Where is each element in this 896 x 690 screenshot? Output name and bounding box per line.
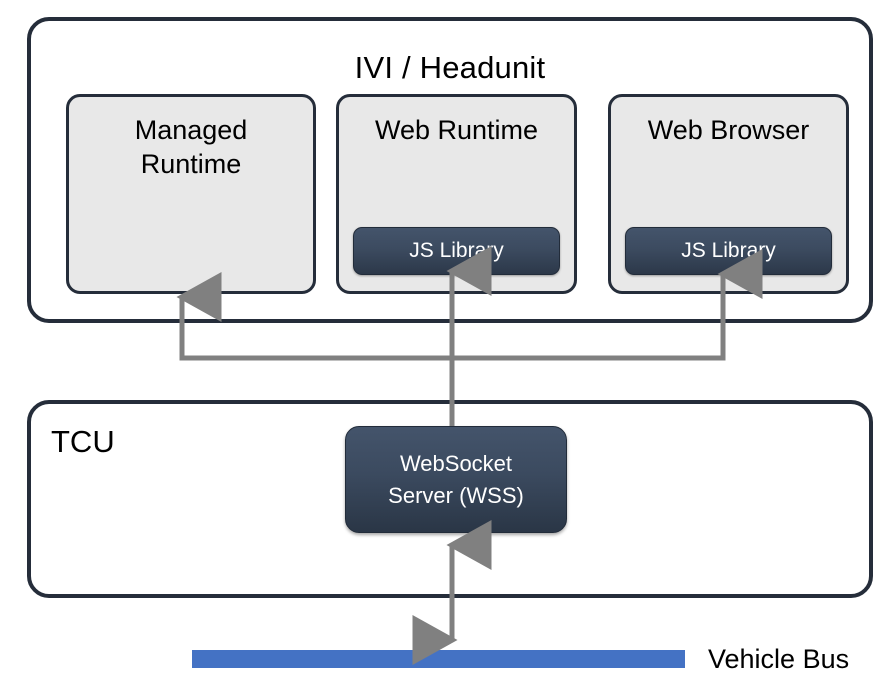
component-websocket-server[interactable]: WebSocket Server (WSS) (345, 426, 567, 533)
component-managed-runtime[interactable]: Managed Runtime (66, 94, 316, 294)
managed-runtime-title-line2: Runtime (140, 149, 242, 179)
component-web-runtime[interactable]: Web Runtime JS Library (336, 94, 577, 294)
js-library-pill-web-browser[interactable]: JS Library (625, 227, 832, 275)
managed-runtime-title-line1: Managed (134, 115, 248, 145)
container-ivi-headunit: IVI / Headunit Managed Runtime Web Runti… (27, 17, 873, 323)
web-browser-title: Web Browser (647, 115, 810, 145)
managed-runtime-title: Managed Runtime (77, 113, 305, 181)
component-web-browser[interactable]: Web Browser JS Library (608, 94, 849, 294)
vehicle-bus-label: Vehicle Bus (708, 644, 850, 674)
js-library-pill-web-runtime[interactable]: JS Library (353, 227, 560, 275)
tcu-title: TCU (51, 424, 115, 459)
js-library-label: JS Library (681, 239, 776, 262)
websocket-server-title-line1: WebSocket (399, 450, 513, 476)
web-runtime-title: Web Runtime (374, 115, 539, 145)
ivi-headunit-title: IVI / Headunit (354, 50, 546, 85)
websocket-server-title-line2: Server (WSS) (388, 482, 524, 508)
vehicle-bus-bar (192, 650, 685, 668)
js-library-label: JS Library (409, 239, 504, 262)
